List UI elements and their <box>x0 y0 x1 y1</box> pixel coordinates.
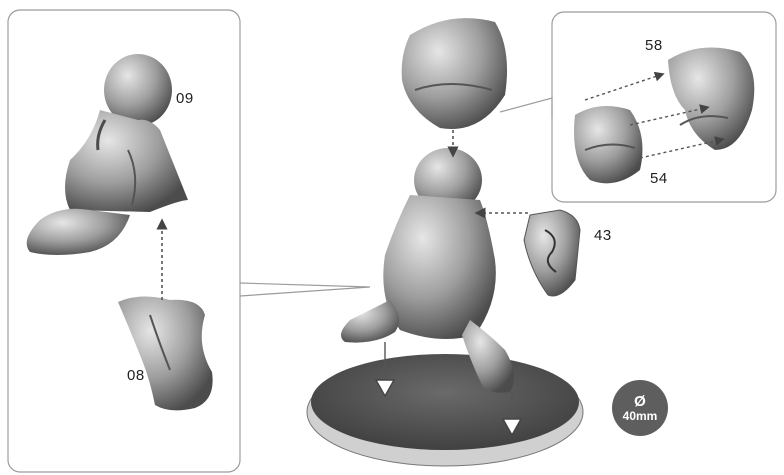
left-callout-lines <box>240 283 370 296</box>
label-part-54: 54 <box>650 170 668 187</box>
part-43-shield <box>524 210 580 296</box>
part-54-backpack-left <box>574 106 642 183</box>
right-detail-panel <box>500 12 776 202</box>
label-part-43: 43 <box>594 227 612 244</box>
round-base <box>307 354 583 466</box>
right-callout-lines <box>500 98 552 118</box>
main-left-leg <box>341 300 399 343</box>
label-part-09: 09 <box>176 90 194 107</box>
backpack-top <box>402 18 507 129</box>
main-torso <box>383 195 496 339</box>
label-part-58: 58 <box>645 37 663 54</box>
main-figure <box>307 18 583 466</box>
base-size-label: 40mm <box>623 410 658 423</box>
diameter-symbol: Ø <box>634 394 646 410</box>
base-size-badge: Ø 40mm <box>612 380 668 436</box>
label-part-08: 08 <box>127 367 145 384</box>
